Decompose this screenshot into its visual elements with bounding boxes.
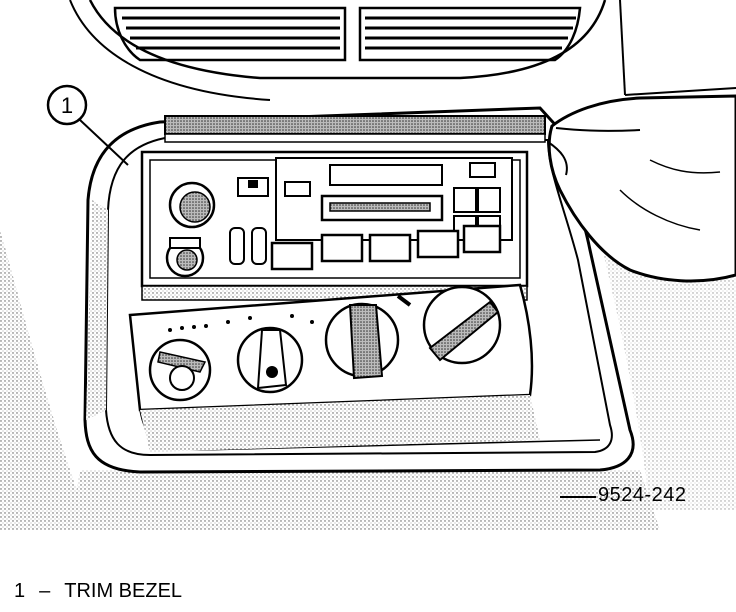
temperature-knob (324, 302, 400, 380)
legend-label: TRIM BEZEL (64, 580, 183, 602)
legend-item: 1 – TRIM BEZEL (14, 580, 182, 603)
dash-bottom-shading (70, 470, 660, 530)
radio-preset-buttons (270, 224, 502, 271)
dash-left-shading (0, 230, 90, 530)
trim-bezel-illustration: 1 (0, 0, 736, 530)
radio-knob-lower (165, 237, 205, 278)
air-vent-right (358, 6, 582, 62)
mode-knob (236, 326, 304, 394)
legend-number: 1 (14, 580, 26, 602)
callout-leader (79, 119, 129, 166)
bezel-top-strip (164, 115, 546, 135)
legend-separator: – (39, 580, 51, 602)
hand (547, 94, 736, 283)
air-vent-left (113, 6, 347, 62)
callout-circle (46, 84, 88, 126)
fan-knob (148, 338, 212, 402)
lower-console-shading (140, 395, 540, 452)
panel-indicator-dots (168, 314, 314, 332)
bezel-edge-shading (86, 200, 108, 420)
dash-right-shading (600, 240, 736, 510)
air-source-knob (422, 285, 502, 365)
upper-dash-outline (88, 0, 607, 80)
callout-number: 1 (61, 93, 73, 118)
radio-knob-upper (168, 181, 216, 229)
figure-id: 9524-242 (598, 484, 687, 506)
